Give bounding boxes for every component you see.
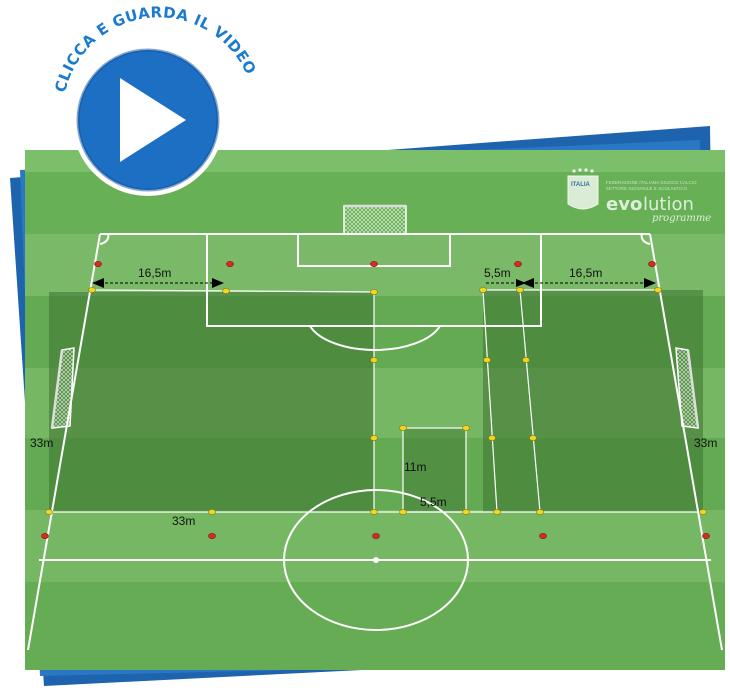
yellow-cone (371, 357, 378, 362)
red-cone (227, 261, 234, 266)
measure-left-side: 33m (30, 436, 53, 450)
yellow-cone (463, 425, 470, 430)
measure-center-width: 5,5m (420, 495, 447, 509)
yellow-cone (494, 509, 501, 514)
yellow-cone (480, 287, 487, 292)
crest-icon (568, 176, 598, 209)
red-cone (371, 261, 378, 266)
measure-right-channel: 5,5m (484, 266, 511, 280)
federation-line-1: FEDERAZIONE ITALIANA GIUOCO CALCIO (606, 180, 697, 185)
yellow-cone (223, 288, 230, 293)
brand-evo: evo (606, 194, 642, 215)
yellow-cone (484, 357, 491, 362)
measure-center-height: 11m (404, 460, 426, 474)
yellow-cone (517, 287, 524, 292)
yellow-cone (523, 357, 530, 362)
measure-bottom-left: 33m (172, 514, 195, 528)
red-cone (373, 533, 380, 538)
federation-line-2: SETTORE GIOVANILE E SCOLASTICO (606, 186, 688, 191)
red-cone (95, 261, 102, 266)
yellow-cone (371, 435, 378, 440)
yellow-cone (400, 425, 407, 430)
yellow-cone (655, 287, 662, 292)
measure-right-box: 16,5m (569, 266, 602, 280)
yellow-cone (489, 435, 496, 440)
yellow-cone (400, 509, 407, 514)
yellow-cone (371, 289, 378, 294)
red-cone (515, 261, 522, 266)
yellow-cone (209, 509, 216, 514)
brand-lution: lution (643, 194, 694, 215)
zone-right (483, 290, 703, 512)
top-goal (344, 206, 406, 234)
red-cone (703, 533, 710, 538)
measure-left-box: 16,5m (138, 266, 171, 280)
yellow-cone (537, 509, 544, 514)
red-cone (649, 261, 656, 266)
measure-right-side: 33m (694, 436, 717, 450)
yellow-cone (46, 509, 53, 514)
red-cone (42, 533, 49, 538)
yellow-cone (530, 435, 537, 440)
brand-programme: programme (652, 213, 711, 224)
yellow-cone (700, 509, 707, 514)
yellow-cone (463, 509, 470, 514)
red-cone (540, 533, 547, 538)
yellow-cone (89, 287, 96, 292)
red-cone (209, 533, 216, 538)
yellow-cone (371, 509, 378, 514)
crest-text: ITALIA (571, 182, 591, 188)
